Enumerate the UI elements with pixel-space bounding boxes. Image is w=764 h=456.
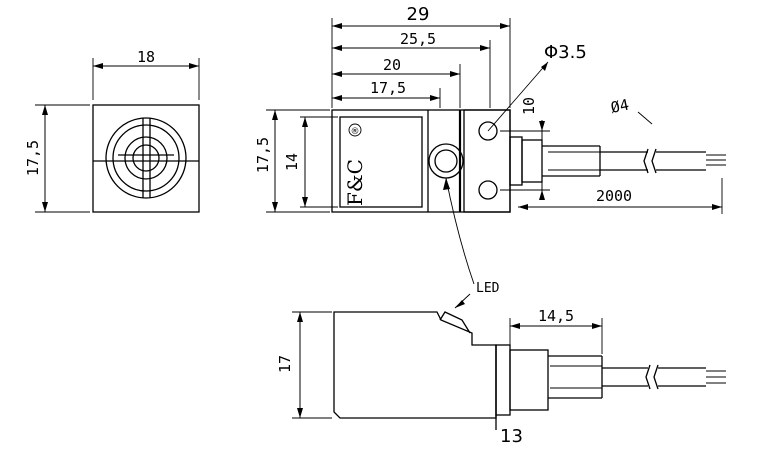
led-lens [434,149,458,173]
front-width-arrow-left [93,63,103,69]
front-outer-ring [105,117,187,199]
cable-length-arrow-left [518,204,528,210]
length-20-arrow-left [332,71,342,77]
front-height-label: 17,5 [24,140,42,176]
led-leader [445,177,475,285]
length-29-arrow-left [332,23,342,29]
length-20-label: 20 [383,56,401,74]
length-17-5-arrow-left [332,95,342,101]
length-25-5-arrow-right [480,45,490,51]
hole-diameter-arrow [541,62,548,71]
cable-diameter-leader [637,111,653,125]
side-inner-arrow-top [302,117,308,127]
side-view: F&C ® Ø4 Φ3.5 10 [254,4,726,285]
mount-hole-bottom [478,180,498,200]
length-17-5-arrow-right [430,95,440,101]
bottom-cable-break-left [645,364,651,390]
front-view-body [92,104,200,213]
cable-break-right [651,148,657,174]
cable-boot-collar [521,139,543,183]
side-inner-label: 14 [283,153,301,171]
front-width-arrow-right [189,63,199,69]
led-label: LED [476,281,500,296]
bottom-height-label: 17 [276,355,294,373]
side-height-arrow-top [272,110,278,120]
length-20-arrow-right [450,71,460,77]
cable-boot-base [509,136,523,186]
led-label-arrow [455,300,465,308]
front-height-arrow-bottom [42,202,48,212]
mount-hole-top [478,121,498,141]
bottom-boot-collar [509,349,549,411]
hole-spacing-label: 10 [520,97,538,115]
side-height-arrow-bottom [272,202,278,212]
cable-length-label: 2000 [596,187,632,205]
front-width-label: 18 [137,48,155,66]
led-housing [428,143,464,179]
boot-length-label: 14,5 [538,307,574,325]
side-view-face-panel [339,116,423,208]
bottom-view: LED 17 14,5 1 [276,281,726,447]
cable-break-left [643,148,649,174]
length-25-5-arrow-left [332,45,342,51]
bottom-height-arrow-top [297,312,303,322]
front-middle-ring [112,124,180,192]
hole-spacing-arrow-bottom [539,190,545,200]
length-29-label: 29 [407,4,430,25]
side-inner-arrow-bottom [302,197,308,207]
registered-mark-ring [348,123,362,137]
side-mount-plate [463,109,511,213]
length-29-arrow-right [500,23,510,29]
brand-logo: F&C [343,159,367,206]
bottom-boot-base [495,344,511,416]
front-view: 18 17,5 [24,48,200,213]
hole-diameter-label: Φ3.5 [544,42,587,63]
front-height-arrow-top [42,105,48,115]
bottom-height-arrow-bottom [297,408,303,418]
cable-diameter-label: Ø4 [609,96,630,117]
cable-length-arrow-right [712,204,722,210]
hole-spacing-arrow-top [539,121,545,131]
front-inner-ring [124,136,168,180]
front-core-ring [132,144,160,172]
boot-length-arrow-left [510,323,520,329]
bottom-width-label: 13 [500,426,523,447]
bottom-cable-break-right [653,364,659,390]
boot-length-arrow-right [592,323,602,329]
length-25-5-label: 25,5 [400,30,436,48]
bottom-view-body [333,311,497,419]
length-17-5-label: 17,5 [370,79,406,97]
bottom-led-bump [439,311,471,334]
led-leader-arrow [443,178,450,190]
hole-diameter-leader [487,61,549,132]
side-height-label: 17,5 [254,137,272,173]
registered-mark: ® [351,127,360,137]
